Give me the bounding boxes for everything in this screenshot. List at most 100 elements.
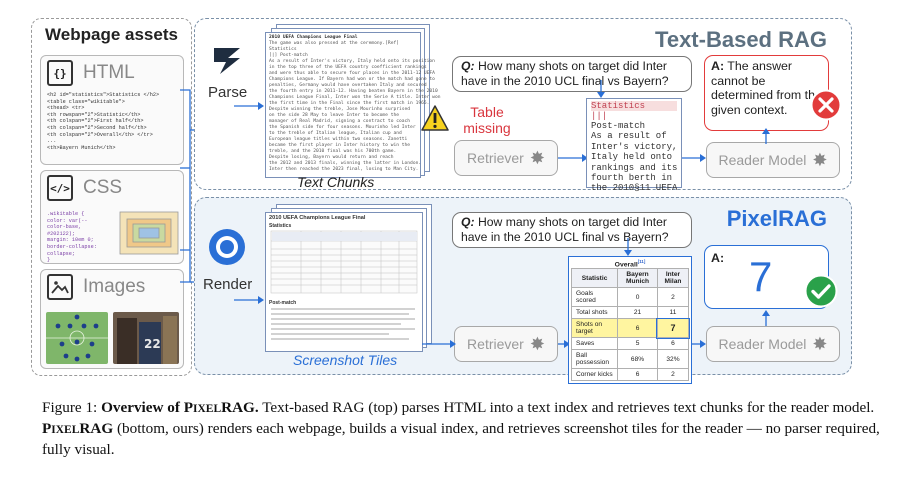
- render-label: Render: [203, 276, 253, 293]
- reader-label: Reader Model: [718, 152, 807, 168]
- css-code-line: .wikitable {: [47, 211, 85, 217]
- top-reader-model: Reader Model ✸: [706, 142, 840, 178]
- caption-title-end: .: [254, 399, 259, 416]
- caption-figure-number: Figure 1:: [42, 399, 98, 416]
- table-missing-label: Table missing: [463, 104, 511, 136]
- tile-header: 2010 UEFA Champions League Final: [269, 215, 366, 221]
- table-cell: 5: [617, 337, 658, 351]
- css-code-line: margin: 10em 0;: [47, 237, 94, 244]
- table-cell: 6: [617, 368, 658, 382]
- table-title-ref: [11]: [637, 259, 646, 264]
- chunk-text-line: to the treble of Italian league, Italian…: [269, 131, 402, 136]
- question-prefix: Q:: [461, 215, 475, 229]
- chunk-text-line: [|] Post-match: [269, 53, 308, 58]
- wrong-answer-icon: [810, 89, 842, 121]
- question-prefix: Q:: [461, 59, 475, 73]
- neural-network-icon: ✸: [529, 147, 545, 168]
- retrieved-text-line: fourth berth in: [591, 173, 673, 184]
- table-cell: Goals scored: [570, 287, 619, 308]
- html-code-line: <table class="wikitable">: [47, 98, 125, 105]
- table-cell: Total shots: [570, 306, 619, 320]
- tile-badge: Statistics: [269, 223, 292, 229]
- warning-icon: [421, 105, 449, 131]
- html-code-line: <thead> <tr>: [47, 105, 85, 112]
- text-chunks-label: Text Chunks: [297, 174, 375, 190]
- chunk-text-line: Champions League Final, Inter won the Se…: [269, 95, 441, 100]
- table-cell: 6: [656, 337, 690, 351]
- code-slash-icon: </>: [47, 175, 73, 201]
- answer-prefix: A:: [711, 251, 725, 265]
- tile-paragraph-lines: [271, 308, 415, 340]
- html-code-line: <th colspan="2">Overall</th> </tr>: [47, 131, 153, 138]
- html-code-line: <th>Bayern Munich</th>: [47, 144, 116, 151]
- bottom-question: Q: How many shots on target did Inter ha…: [452, 212, 692, 248]
- chunk-text-line: Statistics: [269, 47, 297, 52]
- pixelrag-title: PixelRAG: [726, 206, 827, 231]
- css-code-line: color: var(--: [47, 217, 88, 224]
- browser-logo-icon: [209, 229, 245, 265]
- table-cell: 0: [617, 287, 658, 308]
- html-code-line: ...: [47, 138, 57, 145]
- table-to-reader-arrow: [692, 340, 706, 348]
- css-label: CSS: [83, 177, 123, 198]
- caption-name-initial: P: [183, 399, 193, 416]
- chunk-header: 2010 UEFA Champions League Final: [269, 35, 358, 40]
- table-cell: 2: [656, 368, 690, 382]
- table-cell: Saves: [570, 337, 619, 351]
- html-label: HTML: [83, 62, 135, 83]
- tile-mini-table: [270, 230, 418, 294]
- table-column-header: Bayern Munich: [617, 268, 658, 289]
- top-answer-box: A: The answer cannot be determined from …: [704, 55, 829, 131]
- table-cell: 68%: [617, 349, 658, 370]
- html-code-snippet: <h2 id="statistics">Statistics </h2><tab…: [41, 90, 183, 153]
- chunk-text-line: Despite winning the treble, Jose Mourinh…: [269, 107, 411, 112]
- tiles-to-retriever-arrow: [422, 340, 456, 348]
- html-code-line: <th rowspan="2">Statistic</th>: [47, 111, 141, 118]
- html-asset-card: {} HTML <h2 id="statistics">Statistics <…: [40, 55, 184, 165]
- table-cell: 7: [656, 317, 690, 339]
- html-code-line: <h2 id="statistics">Statistics </h2>: [47, 92, 160, 98]
- table-cell: Ball possession: [570, 349, 619, 370]
- retrieved-text-line: rankings and its: [591, 162, 678, 173]
- retrieved-bars: |||: [591, 111, 608, 121]
- caption-name-initial-2: P: [42, 420, 52, 437]
- reader-to-answer-arrow: [762, 310, 770, 326]
- table-cell: 6: [617, 318, 658, 339]
- css-code-line: }: [47, 257, 51, 264]
- retriever-to-tile-arrow: [558, 340, 570, 348]
- table-cell: 32%: [656, 349, 690, 370]
- chunk-text-line: and were thus able to secure four places…: [269, 71, 435, 76]
- chunk-text-line: As a result of Inter's victory, Italy he…: [269, 59, 435, 64]
- chunk-text-line: the Spanish side for four seasons. Mouri…: [269, 125, 416, 130]
- chunk-text-line: penalties, Germany would have overtaken …: [269, 83, 427, 88]
- chunk-to-reader-arrow: [682, 154, 706, 162]
- caption-text-2: (bottom, ours) renders each webpage, bui…: [42, 420, 880, 458]
- parse-arrow: [234, 102, 264, 110]
- images-asset-card: Images 22: [40, 269, 184, 369]
- table-cell: Corner kicks: [570, 368, 619, 382]
- table-column-header: Statistic: [570, 268, 619, 289]
- text-chunk-page: 2010 UEFA Champions League Final The gam…: [265, 32, 441, 178]
- chunk-text-line: the fourth entry in 2011-12. Having beat…: [269, 89, 438, 94]
- css-code-line: color-base,: [47, 224, 82, 231]
- text-rag-title: Text-Based RAG: [655, 27, 827, 52]
- chunk-text-line: Champions League. If Bayern had won or t…: [269, 77, 435, 82]
- images-label: Images: [83, 276, 146, 297]
- neural-network-icon: ✸: [529, 333, 545, 354]
- caption-name-end-2: RAG: [79, 420, 114, 437]
- css-code-snippet: .wikitable { color: var(-- color-base, #…: [47, 211, 97, 264]
- css-code-line: #202122);: [47, 230, 76, 237]
- answer-value: 7: [749, 253, 773, 300]
- table-title: Overall[11]: [571, 259, 689, 268]
- css-asset-card: </> CSS .wikitable { color: var(-- color…: [40, 170, 184, 264]
- neural-network-icon: ✸: [812, 149, 828, 170]
- chunk-text-line: on the side 28 May to leave Inter to bec…: [269, 113, 399, 118]
